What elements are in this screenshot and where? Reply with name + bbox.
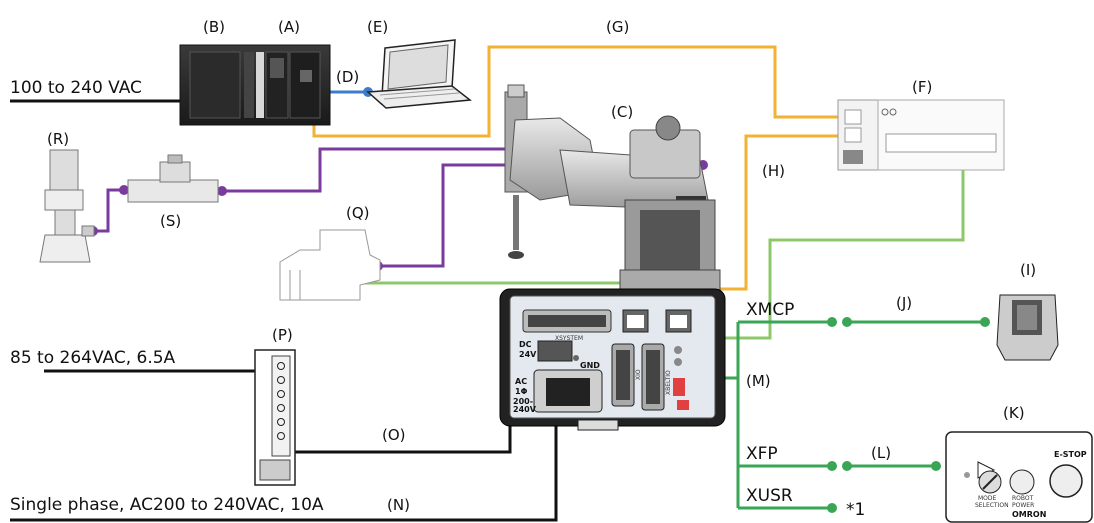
laptop-computer <box>366 39 472 109</box>
ac-100-240-label: 100 to 240 VAC <box>10 78 142 98</box>
estop-label: E-STOP <box>1054 450 1087 459</box>
label-n: (N) <box>387 496 410 514</box>
label-s: (S) <box>160 212 181 230</box>
label-d: (D) <box>336 68 359 86</box>
dc-voltage-label: 24V <box>519 350 537 359</box>
vacuum-pad <box>39 149 95 263</box>
ac-phase-label: 1Φ <box>515 387 528 396</box>
gnd-label: GND <box>580 361 600 370</box>
plc-controller <box>179 44 331 126</box>
scara-robot: omron <box>504 84 721 291</box>
label-o: (O) <box>382 426 406 444</box>
label-g: (G) <box>606 18 629 36</box>
label-h: (H) <box>762 162 785 180</box>
label-f: (F) <box>912 78 932 96</box>
xfp-label: XFP <box>746 444 778 464</box>
cable-end-dot <box>217 186 227 196</box>
ethercat-cable-g <box>312 45 854 138</box>
cable-end-dot <box>827 317 837 327</box>
front-panel-brand: OMRON <box>1012 510 1046 519</box>
label-e: (E) <box>367 18 388 36</box>
dc-label: DC <box>519 340 532 349</box>
cable-end-dot <box>842 461 852 471</box>
power-label: POWER <box>1012 502 1034 509</box>
mode-label: MODE <box>978 495 997 502</box>
cable-end-dot <box>827 461 837 471</box>
front-panel: E-STOP MODE SELECTION ROBOT POWER OMRON <box>945 431 1093 523</box>
selection-label: SELECTION <box>975 502 1009 509</box>
vacuum-ejector <box>127 154 219 203</box>
label-j: (J) <box>896 294 912 312</box>
ac-label: AC <box>515 377 527 386</box>
label-q: (Q) <box>346 204 370 222</box>
dc-power-supply <box>254 349 296 486</box>
ac-voltage-label-1: 200- <box>513 397 533 406</box>
ethercat-coupler <box>837 99 1005 171</box>
label-p: (P) <box>272 326 293 344</box>
label-l: (L) <box>871 444 891 462</box>
label-i: (I) <box>1020 261 1036 279</box>
cable-end-dot <box>827 503 837 513</box>
xio-label: XIO <box>635 369 642 380</box>
label-m: (M) <box>746 372 771 390</box>
robot-controller-panel: XSYSTEM DC 24V GND AC 1Φ 200- 240V XIO X… <box>499 288 726 431</box>
teach-pendant <box>996 294 1059 361</box>
xbeltio-label: XBELTIO <box>665 370 672 395</box>
label-r: (R) <box>47 130 69 148</box>
xsystem-label: XSYSTEM <box>555 335 583 342</box>
single-phase-label: Single phase, AC200 to 240VAC, 10A <box>10 495 324 515</box>
label-b: (B) <box>203 18 225 36</box>
ac-voltage-label-2: 240V <box>513 405 537 414</box>
xmcp-label: XMCP <box>746 300 794 320</box>
label-k: (K) <box>1003 404 1025 422</box>
solenoid-valve <box>279 229 381 301</box>
label-a: (A) <box>278 18 300 36</box>
footnote-label: *1 <box>846 500 865 520</box>
cable-end-dot <box>119 185 129 195</box>
cable-end-dot <box>842 317 852 327</box>
xusr-label: XUSR <box>746 486 793 506</box>
cable-end-dot <box>980 317 990 327</box>
robot-label: ROBOT <box>1012 495 1034 502</box>
cable-end-dot <box>931 461 941 471</box>
label-c: (C) <box>611 103 633 121</box>
ac-85-264-label: 85 to 264VAC, 6.5A <box>10 348 176 368</box>
